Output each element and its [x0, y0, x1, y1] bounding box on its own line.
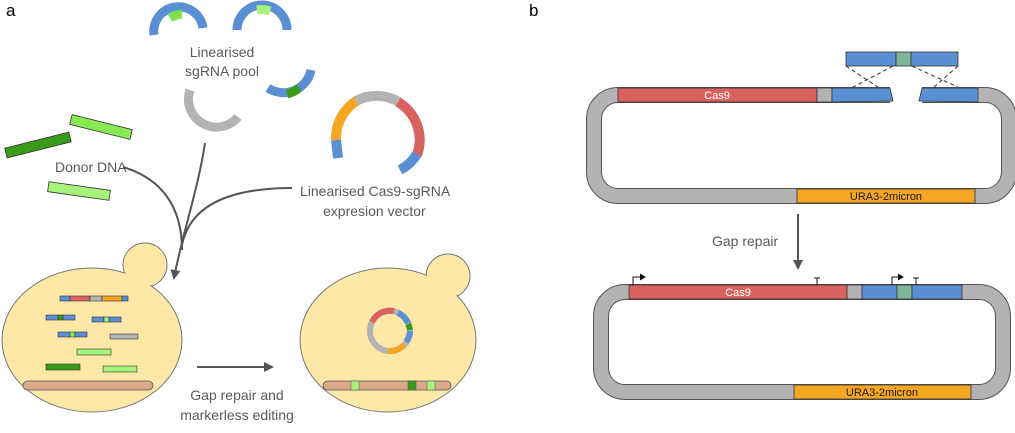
ura3-label-top: URA3-2micron	[850, 191, 922, 203]
editing-label-line1: Gap repair and	[190, 387, 283, 403]
chromosome-after	[322, 380, 452, 391]
sgrna-fragment-3	[265, 68, 316, 99]
donor-dna-bar-1	[69, 114, 133, 140]
cas9-label-top: Cas9	[704, 90, 730, 102]
cell1-fragments	[45, 295, 139, 373]
donor-dna-bar-3	[47, 181, 111, 201]
chromosome-before	[22, 380, 154, 391]
vector-label-line1: Linearised Cas9-sgRNA	[300, 183, 451, 199]
sgrna-fragment-1	[149, 2, 208, 36]
arrow-donor	[122, 166, 183, 251]
sgrna-fragment-2	[232, 0, 292, 31]
ura3-label-bottom: URA3-2micron	[846, 387, 918, 399]
assembled-plasmid	[367, 307, 413, 355]
vector-label-line2: expresion vector	[323, 203, 426, 219]
repair-insert	[845, 51, 959, 67]
sgrna-label-line1: Linearised	[190, 44, 255, 60]
donor-dna-label: Donor DNA	[55, 159, 127, 175]
panel-label-a: a	[6, 1, 16, 20]
panel-label-b: b	[529, 1, 538, 20]
editing-label-line2: markerless editing	[180, 407, 294, 423]
sgrna-label-line2: sgRNA pool	[185, 63, 259, 79]
linearised-vector	[330, 90, 425, 175]
cas9-label-bottom: Cas9	[725, 287, 751, 299]
arrow-vector	[181, 187, 293, 246]
promoter-terminator-marks	[632, 273, 919, 285]
yeast-cell-after	[299, 253, 477, 413]
gap-repair-label: Gap repair	[712, 233, 778, 249]
arrow-sgrna	[170, 142, 206, 280]
sgrna-fragment-4	[184, 88, 242, 132]
gapped-plasmid	[586, 87, 1015, 204]
donor-dna-bar-2	[4, 131, 72, 159]
repaired-plasmid	[593, 284, 1011, 400]
yeast-cell-before	[1, 242, 183, 413]
